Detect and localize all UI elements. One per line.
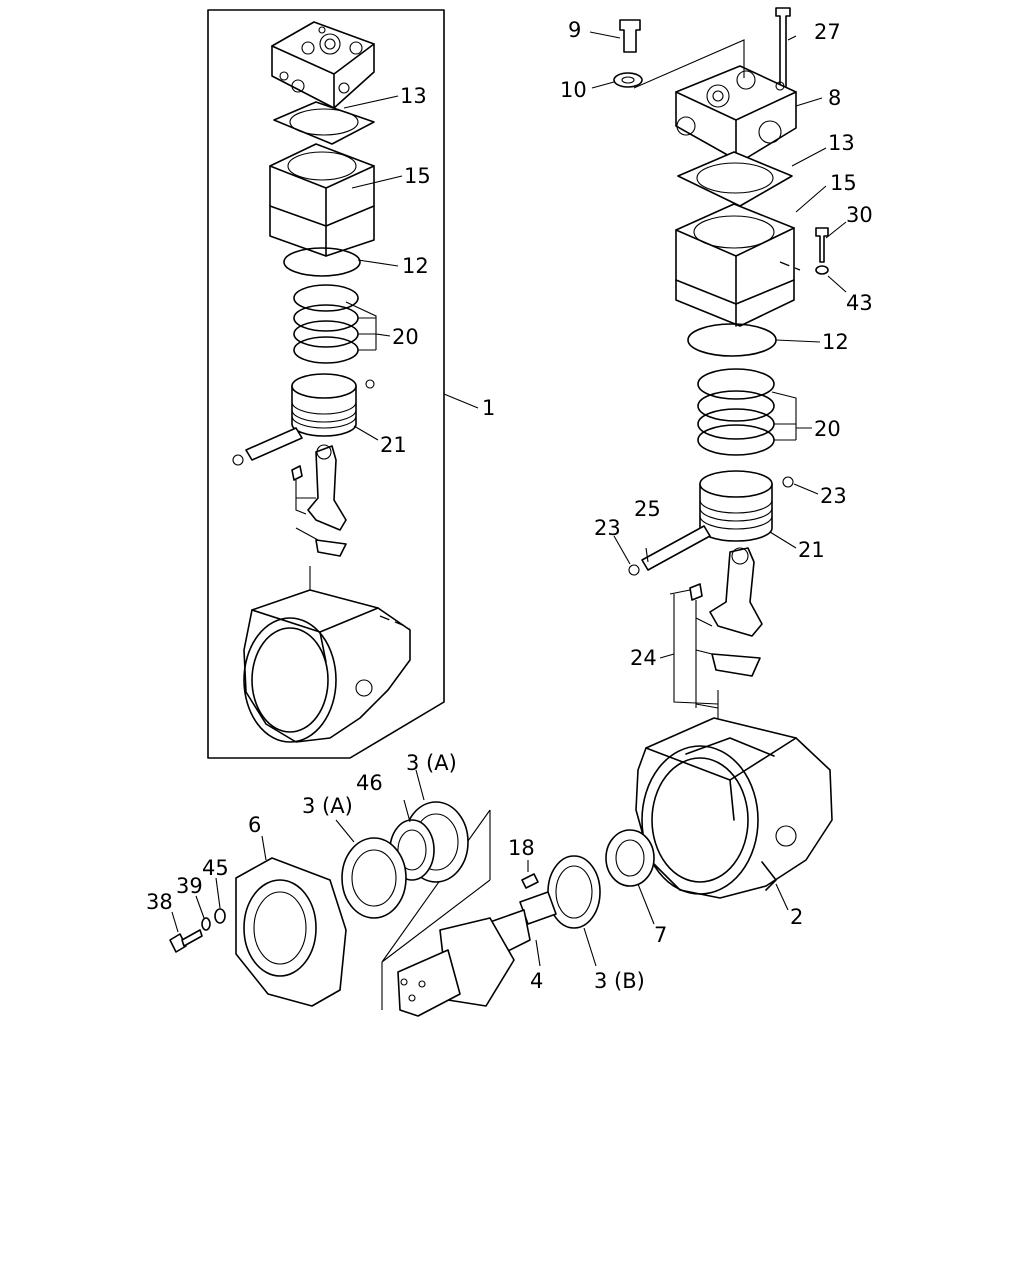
left-piston: [291, 373, 375, 437]
right-crankcase: [635, 690, 833, 899]
callout-left-13: 13: [400, 84, 427, 108]
right-o-ring: [687, 323, 777, 357]
callout-38: 38: [146, 890, 173, 914]
bearing-3a-left: [341, 837, 407, 919]
right-fitting: [613, 19, 643, 88]
callout-left-15: 15: [404, 164, 431, 188]
callout-right-21: 21: [798, 538, 825, 562]
right-head-bolt: [775, 7, 791, 89]
right-cylinder-head: [633, 39, 797, 163]
callout-30: 30: [846, 203, 873, 227]
callout-right-12: 12: [822, 330, 849, 354]
callout-46: 46: [356, 771, 383, 795]
left-cylinder-block: [269, 143, 375, 257]
left-leaders: [343, 95, 479, 441]
callout-6: 6: [248, 813, 261, 837]
bearing-3b: [547, 855, 601, 929]
right-piston-pin: [628, 525, 711, 576]
callout-27: 27: [814, 20, 841, 44]
right-cylinder-block: [675, 203, 801, 327]
callout-8: 8: [828, 86, 841, 110]
callout-9: 9: [568, 18, 581, 42]
end-cover: [235, 857, 347, 1007]
left-cylinder-head: [271, 21, 375, 109]
callout-25: 25: [634, 497, 661, 521]
shaft-key: [521, 873, 539, 889]
callout-left-12: 12: [402, 254, 429, 278]
callout-43: 43: [846, 291, 873, 315]
left-crankcase: [243, 566, 411, 743]
crankshaft: [397, 891, 557, 1017]
right-connecting-rod: [669, 547, 763, 709]
callout-left-20: 20: [392, 325, 419, 349]
callout-18: 18: [508, 836, 535, 860]
right-gasket: [677, 151, 793, 207]
callout-right-20: 20: [814, 417, 841, 441]
callout-7: 7: [654, 923, 667, 947]
left-connecting-rod: [291, 444, 347, 557]
callout-3a-right: 3 (A): [406, 751, 457, 775]
callout-right-13: 13: [828, 131, 855, 155]
callout-24: 24: [630, 646, 657, 670]
callout-23-left: 23: [594, 516, 621, 540]
callout-45: 45: [202, 856, 229, 880]
callout-3a-left: 3 (A): [302, 794, 353, 818]
right-piston: [699, 470, 794, 542]
right-piston-rings: [697, 368, 775, 456]
left-piston-pin: [232, 427, 303, 466]
left-gasket: [273, 101, 375, 145]
assembly-1-frame: [207, 9, 445, 759]
callout-3b: 3 (B): [594, 969, 645, 993]
cover-bolt: [169, 908, 226, 953]
shaft-seal: [605, 829, 655, 887]
callout-10: 10: [560, 78, 587, 102]
callout-39: 39: [176, 874, 203, 898]
right-block-bolt: [815, 227, 829, 275]
left-o-ring: [283, 247, 361, 277]
callout-left-21: 21: [380, 433, 407, 457]
callout-23-right: 23: [820, 484, 847, 508]
callout-2: 2: [790, 905, 803, 929]
right-leaders: [171, 31, 847, 967]
callout-4: 4: [530, 969, 543, 993]
callout-right-15: 15: [830, 171, 857, 195]
crank-group-bracket: [381, 809, 491, 1010]
callout-1: 1: [482, 396, 495, 420]
left-piston-rings: [293, 284, 359, 364]
